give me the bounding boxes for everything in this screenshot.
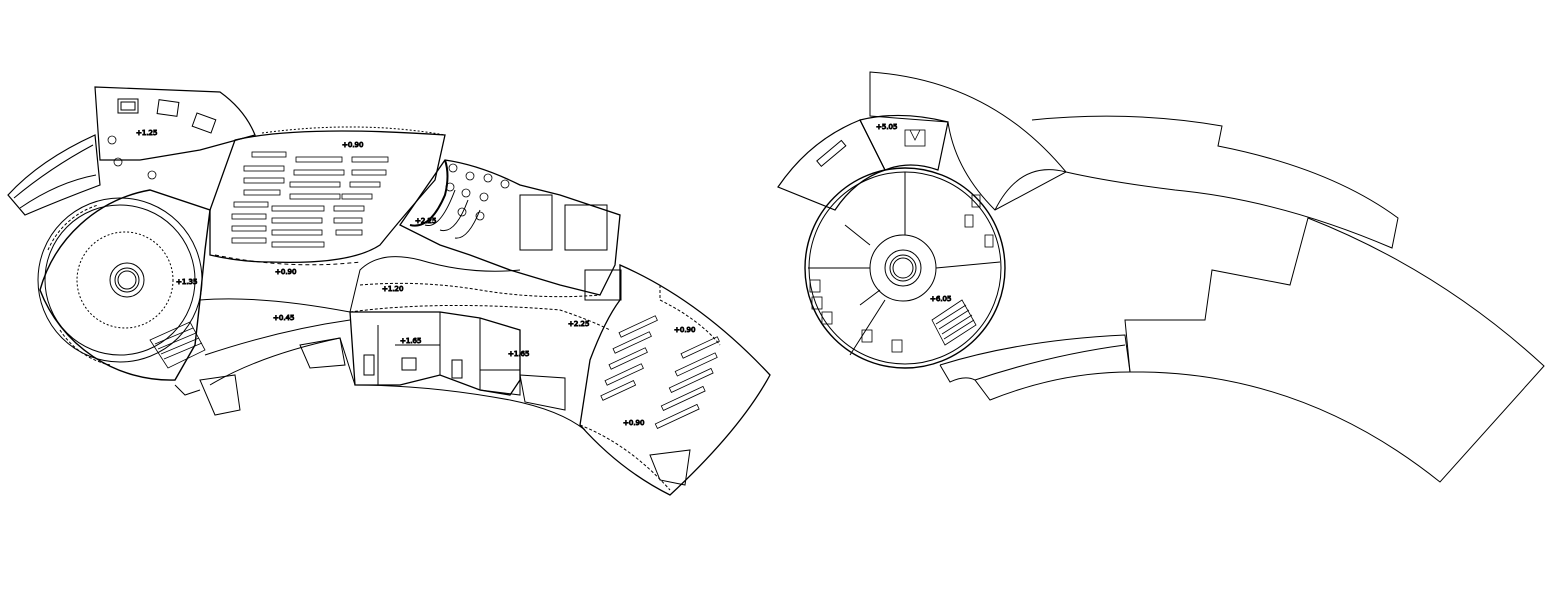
level-label: +0.45 <box>273 314 294 322</box>
level-marks: +1.25 +0.90 +2.25 +0.90 +1.35 +0.45 +1.2… <box>136 129 696 428</box>
circular-wing <box>37 189 211 381</box>
roof-outlines <box>869 71 1545 483</box>
main-hall <box>209 126 446 266</box>
south-curved-wing <box>174 337 586 431</box>
se-curved-wing <box>579 264 771 496</box>
level-label: +1.65 <box>508 350 529 358</box>
level-label: +2.25 <box>415 217 436 225</box>
level-label: +1.35 <box>176 278 197 286</box>
hall-seat-rows <box>231 151 389 248</box>
se-seat-rows <box>600 315 720 429</box>
level-label: +5.05 <box>876 123 897 131</box>
upper-radial-rooms <box>809 194 994 353</box>
level-label: +1.25 <box>136 129 157 137</box>
round-tables <box>107 135 510 221</box>
north-fan-rooms <box>7 86 256 216</box>
level-label: +0.90 <box>623 419 644 427</box>
upper-floor-plan: +5.05 +6.05 <box>777 71 1545 483</box>
level-label: +6.05 <box>930 295 951 303</box>
upper-level-marks: +5.05 +6.05 <box>876 123 952 304</box>
service-block <box>349 311 521 396</box>
level-label: +0.90 <box>674 326 695 334</box>
upper-circular-core <box>804 167 1006 369</box>
upper-stair <box>931 299 977 346</box>
stair-block <box>149 321 206 369</box>
level-label: +0.90 <box>342 141 363 149</box>
level-label: +2.25 <box>568 320 589 328</box>
level-label: +1.65 <box>400 337 421 345</box>
ground-floor-plan: +1.25 +0.90 +2.25 +0.90 +1.35 +0.45 +1.2… <box>7 86 771 496</box>
ne-seating-block <box>399 159 622 301</box>
level-label: +0.90 <box>275 268 296 276</box>
conference-table <box>904 129 926 147</box>
level-label: +1.20 <box>382 285 403 293</box>
central-corridor <box>199 256 611 356</box>
